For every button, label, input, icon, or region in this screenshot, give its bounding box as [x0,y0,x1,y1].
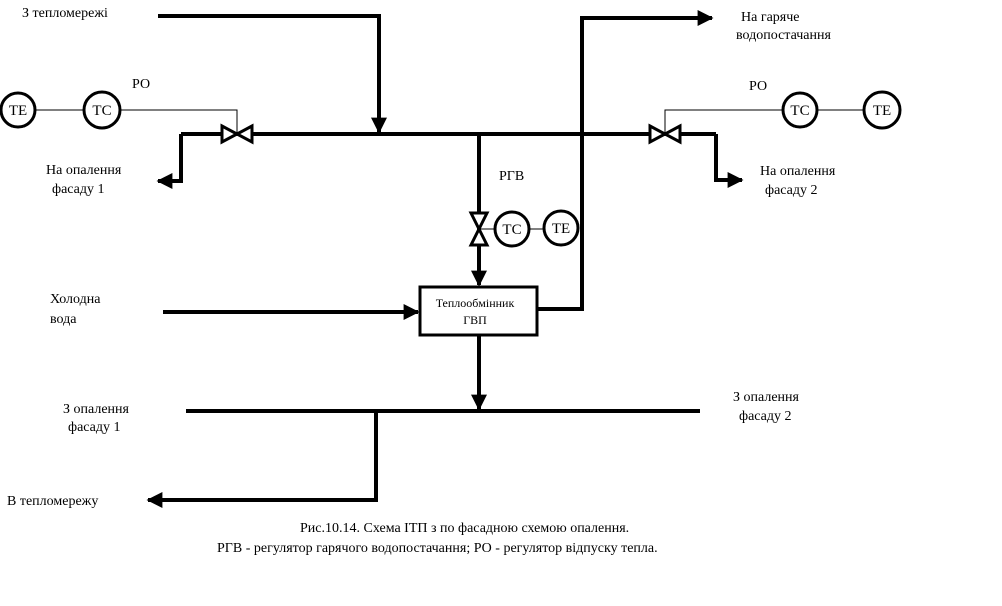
label-heat-f1-2: фасаду 1 [52,182,105,197]
te-sensor-left: ТЕ [0,91,37,129]
svg-text:ТС: ТС [502,222,521,238]
rgv-valve [468,211,490,247]
heat-exchanger-label: Теплообмінник [436,296,515,310]
label-cold-2: вода [50,312,77,327]
svg-text:ТС: ТС [790,103,809,119]
svg-text:ТЕ: ТЕ [9,103,27,119]
figure-caption-legend: РГВ - регулятор гарячого водопостачання;… [217,541,658,556]
label-heat-f2-1: На опалення [760,164,836,179]
tc-sensor-left: ТС [82,90,122,130]
label-ret-f1-1: З опалення [63,402,130,417]
return-outlet-pipe [146,411,378,508]
tc-sensor-right: ТС [781,91,819,129]
label-from-network: З тепломережі [22,6,108,21]
heat-exchanger-sublabel: ГВП [463,313,487,327]
label-hot-water-1: На гаряче [741,10,799,25]
label-heat-f1-1: На опалення [46,163,122,178]
ro-left-valve [220,123,254,145]
facade1-supply-pipe [156,134,183,189]
label-ro-left: РО [132,77,150,92]
label-ro-right: РО [749,79,767,94]
label-hot-water-2: водопостачання [736,28,831,43]
signal-right-tc-ro [664,109,783,134]
label-heat-f2-2: фасаду 2 [765,183,818,198]
svg-text:ТС: ТС [92,103,111,119]
signal-left-tc-ro [121,109,238,134]
label-cold-1: Холодна [50,292,101,307]
dhw-supply-pipe [538,10,714,311]
supply-inlet-pipe [158,14,387,134]
svg-text:ТЕ: ТЕ [552,221,570,237]
label-ret-f2-1: З опалення [733,390,800,405]
label-ret-f2-2: фасаду 2 [739,409,792,424]
figure-caption: Рис.10.14. Схема ІТП з по фасадною схемо… [300,521,629,536]
facade2-supply-pipe [714,134,744,188]
svg-text:ТЕ: ТЕ [873,103,891,119]
heat-exchanger: Теплообмінник ГВП [418,285,539,337]
label-rgv: РГВ [499,169,524,184]
te-sensor-right: ТЕ [862,90,902,130]
tc-sensor-rgv: ТС [493,210,531,248]
ro-right-valve [648,123,682,145]
te-sensor-rgv: ТЕ [542,209,580,247]
label-ret-f1-2: фасаду 1 [68,420,121,435]
label-to-network: В тепломережу [7,494,98,509]
